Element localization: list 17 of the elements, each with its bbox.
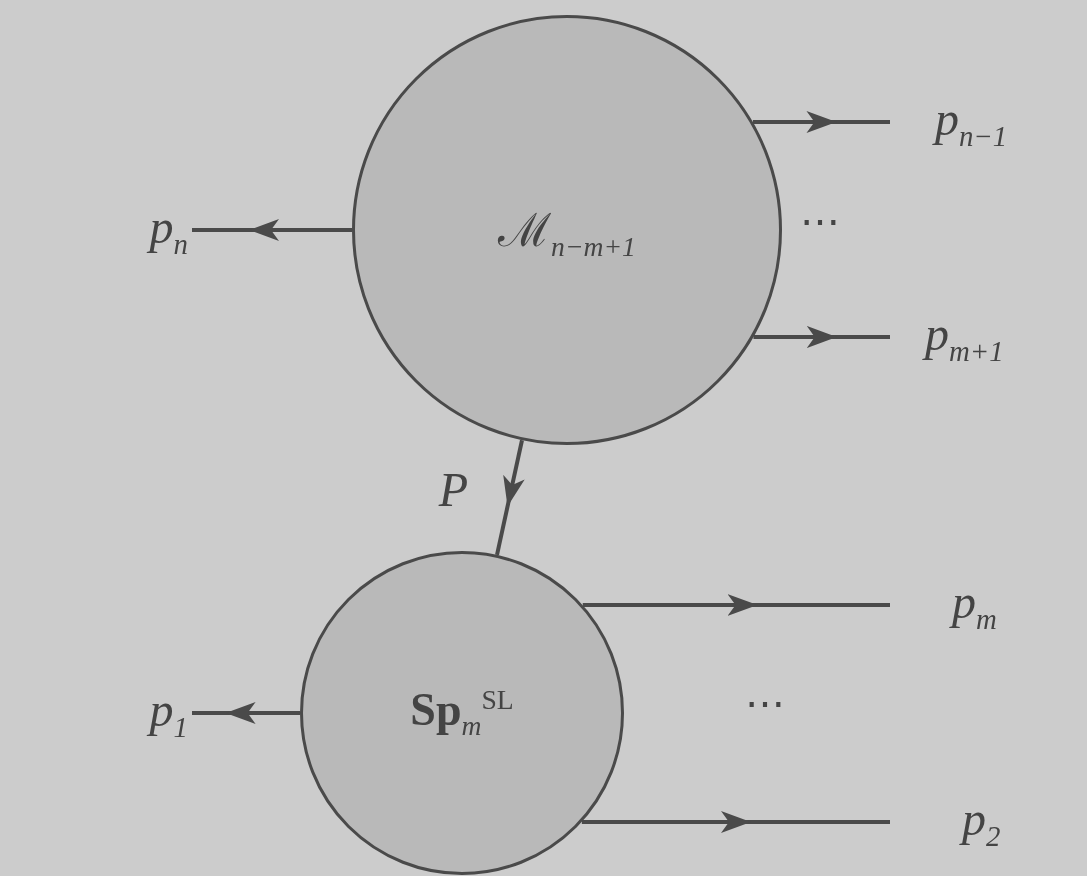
ellipsis: ⋯ <box>800 198 840 245</box>
arrow <box>581 811 890 833</box>
momentum-label: p$_{2}$ <box>890 792 1050 852</box>
arrow <box>192 219 352 241</box>
edge-label: P <box>438 461 469 517</box>
arrow <box>753 326 890 348</box>
arrow <box>495 439 525 556</box>
arrow <box>752 111 890 133</box>
momentum-label: p$_{n−1}$ <box>890 92 1060 152</box>
momentum-label: p$_{m}$ <box>890 575 1050 635</box>
momentum-label: p$_{1}$ <box>40 683 192 743</box>
ellipsis: ⋯ <box>745 680 785 727</box>
amplitude-label: ℳ$_{n−m+1}$ <box>498 203 636 264</box>
momentum-label: p$_{n}$ <box>40 200 192 260</box>
momentum-label: p$_{m+1}$ <box>890 307 1070 367</box>
arrow <box>192 702 300 724</box>
arrow <box>582 594 890 616</box>
